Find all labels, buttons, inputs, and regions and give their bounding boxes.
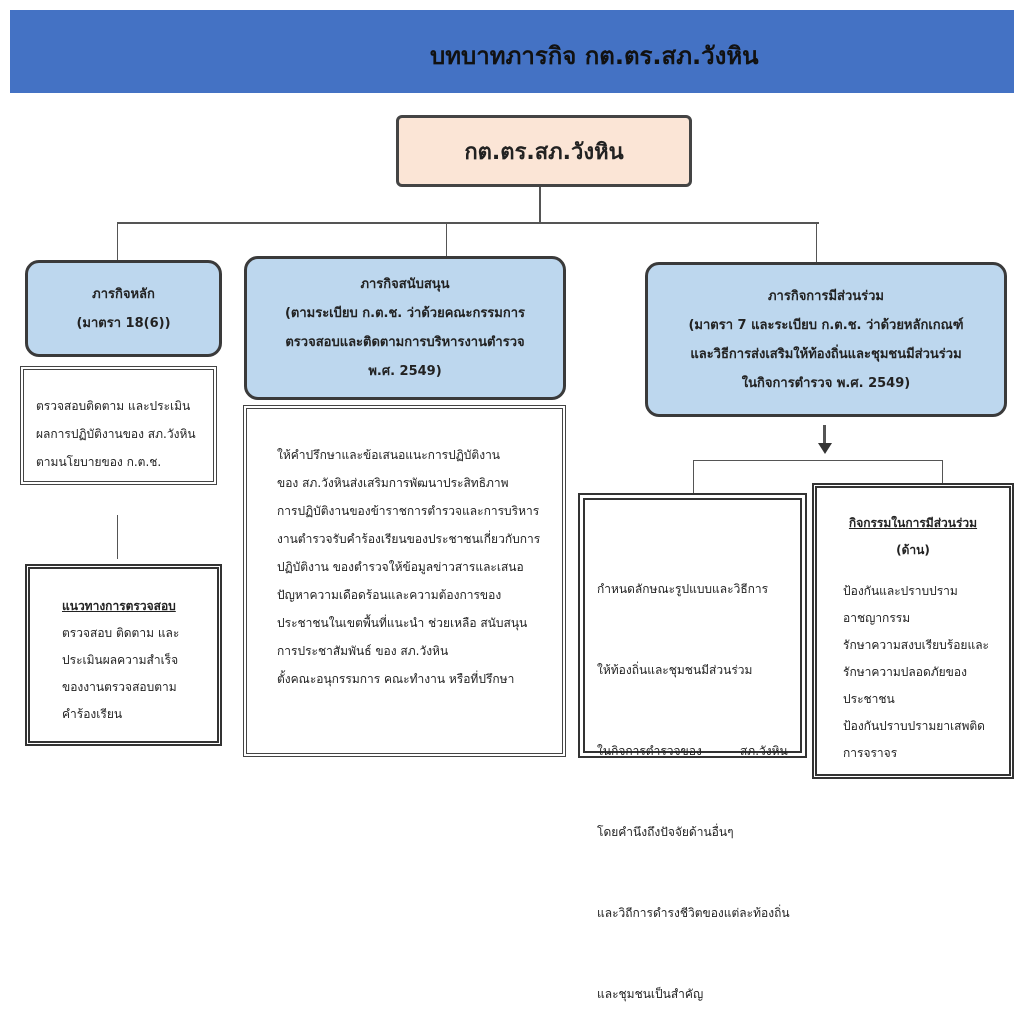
text-line: ป้องกันปราบปรามยาเสพติด xyxy=(843,719,985,733)
text-line: และวิถีการดำรงชีวิตของแต่ละท้องถิ่น xyxy=(597,906,790,920)
text-line: การปฏิบัติงานของข้าราชการตำรวจและการบริห… xyxy=(277,504,540,518)
text-line: ผลการปฏิบัติงานของ สภ.วังหิน xyxy=(36,427,196,441)
activities-subtitle: (ด้าน) xyxy=(896,543,930,557)
text-line: ให้คำปรึกษาและข้อเสนอแนะการปฏิบัติงาน xyxy=(277,448,501,462)
branch-subtitle: ในกิจการตำรวจ พ.ศ. 2549) xyxy=(741,375,911,391)
text-line: ตรวจสอบ ติดตาม และ xyxy=(62,626,180,640)
branch-title: ภารกิจสนับสนุน xyxy=(360,277,450,292)
participation-activities-box: กิจกรรมในการมีส่วนร่วม (ด้าน) ป้องกันและ… xyxy=(812,483,1014,779)
connector xyxy=(446,222,447,256)
main-task-detail: ตรวจสอบติดตาม และประเมิน ผลการปฏิบัติงาน… xyxy=(20,366,217,485)
text-line: ในกิจการตำรวจของ สภ.วังหิน xyxy=(597,744,788,758)
text-line: การจราจร xyxy=(843,746,898,760)
connector xyxy=(693,460,694,494)
root-node: กต.ตร.สภ.วังหิน xyxy=(396,115,692,187)
connector xyxy=(117,222,118,260)
branch-subtitle: (มาตรา 7 และระเบียบ ก.ต.ช. ว่าด้วยหลักเก… xyxy=(688,317,964,333)
audit-guide-box: แนวทางการตรวจสอบ ตรวจสอบ ติดตาม และ ประเ… xyxy=(25,564,222,746)
arrow-down-icon xyxy=(818,443,832,454)
branch-subtitle: (ตามระเบียบ ก.ต.ช. ว่าด้วยคณะกรรมการ xyxy=(284,306,526,321)
branch-subtitle: พ.ศ. 2549) xyxy=(368,364,442,379)
branch-subtitle: ตรวจสอบและติดตามการบริหารงานตำรวจ xyxy=(285,335,525,350)
text-line: ประเมินผลความสำเร็จ xyxy=(62,653,179,667)
connector xyxy=(942,460,943,484)
text-line: การประชาสัมพันธ์ ของ สภ.วังหิน xyxy=(277,644,449,658)
audit-guide-title: แนวทางการตรวจสอบ xyxy=(62,599,176,613)
participation-form-box: กำหนดลักษณะรูปแบบและวิธีการ ให้ท้องถิ่นแ… xyxy=(578,493,807,1001)
branch-subtitle: (มาตรา 18(6)) xyxy=(76,315,171,331)
text-line: ของ สภ.วังหินส่งเสริมการพัฒนาประสิทธิภาพ xyxy=(277,476,509,490)
text-line: ประชาชน xyxy=(843,692,895,706)
arrow-shaft xyxy=(823,425,826,445)
text-line: กำหนดลักษณะรูปแบบและวิธีการ xyxy=(597,582,769,596)
branch-subtitle: และวิธีการส่งเสริมให้ท้องถิ่นและชุมชนมีส… xyxy=(690,346,962,362)
text-line: ตั้งคณะอนุกรรมการ คณะทำงาน หรือที่ปรึกษา xyxy=(277,672,515,686)
text-line: ตามนโยบายของ ก.ต.ช. xyxy=(36,455,162,469)
branch-participation: ภารกิจการมีส่วนร่วม (มาตรา 7 และระเบียบ … xyxy=(645,262,1007,417)
page-title: บทบาทภารกิจ กต.ตร.สภ.วังหิน xyxy=(430,42,759,70)
connector xyxy=(117,222,819,224)
text-line: รักษาความสงบเรียบร้อยและ xyxy=(843,638,989,652)
branch-title: ภารกิจการมีส่วนร่วม xyxy=(767,288,885,304)
text-line: ปฏิบัติงาน ของตำรวจให้ข้อมูลข่าวสารและเส… xyxy=(277,560,524,574)
connector xyxy=(816,222,817,262)
text-line: งานตำรวจรับคำร้องเรียนของประชาชนเกี่ยวกั… xyxy=(277,532,541,546)
text-line: โดยคำนึงถึงปัจจัยด้านอื่นๆ xyxy=(597,825,734,839)
support-task-detail: ให้คำปรึกษาและข้อเสนอแนะการปฏิบัติงาน ขอ… xyxy=(243,405,566,757)
text-line: ป้องกันและปราบปราม xyxy=(843,584,958,598)
branch-support-task: ภารกิจสนับสนุน (ตามระเบียบ ก.ต.ช. ว่าด้ว… xyxy=(244,256,566,400)
text-line: ตรวจสอบติดตาม และประเมิน xyxy=(36,399,191,413)
text-line: และชุมชนเป็นสำคัญ xyxy=(597,987,704,1001)
text-line: ประชาชนในเขตพื้นที่แนะนำ ช่วยเหลือ สนับส… xyxy=(277,616,528,630)
text-line: คำร้องเรียน xyxy=(62,707,123,721)
header-banner: บทบาทภารกิจ กต.ตร.สภ.วังหิน xyxy=(10,10,1014,93)
branch-title: ภารกิจหลัก xyxy=(92,286,155,302)
text-line: ของงานตรวจสอบตาม xyxy=(62,680,177,694)
text-line: อาชญากรรม xyxy=(843,611,911,625)
connector xyxy=(117,515,118,559)
connector xyxy=(539,187,541,223)
text-line: ปัญหาความเดือดร้อนและความต้องการของ xyxy=(277,588,502,602)
activities-title: กิจกรรมในการมีส่วนร่วม xyxy=(848,516,978,530)
text-line: รักษาความปลอดภัยของ xyxy=(843,665,967,679)
connector xyxy=(693,460,943,461)
branch-main-task: ภารกิจหลัก (มาตรา 18(6)) xyxy=(25,260,222,357)
text-line: ให้ท้องถิ่นและชุมชนมีส่วนร่วม xyxy=(597,663,753,677)
